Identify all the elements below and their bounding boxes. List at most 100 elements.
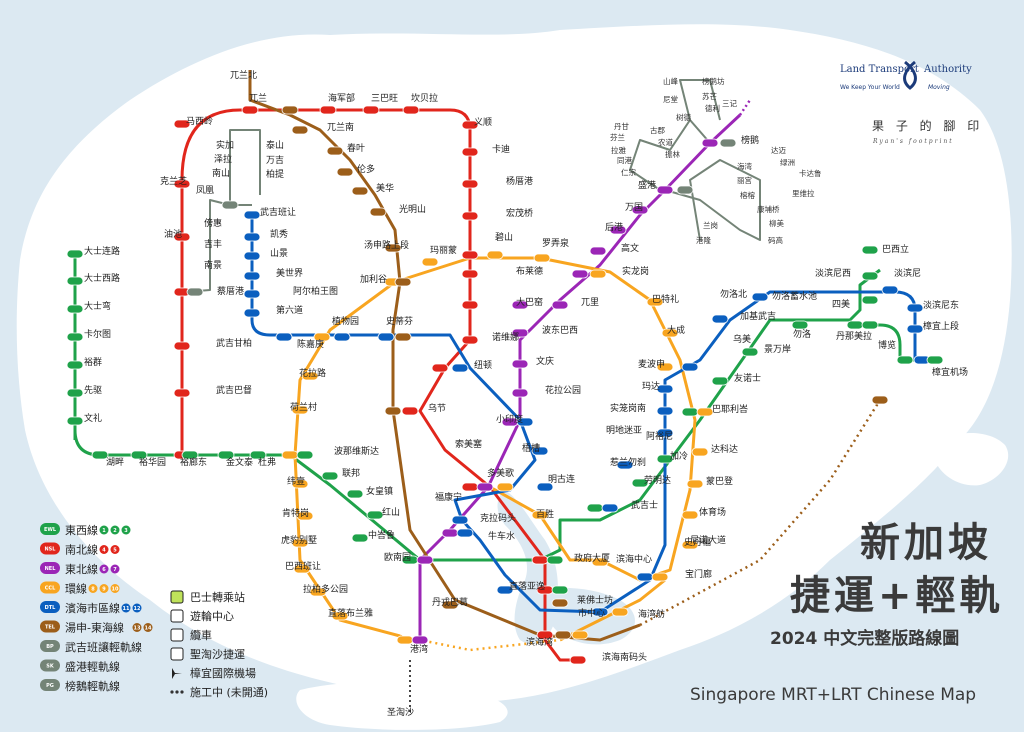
station-node[interactable] bbox=[296, 511, 314, 521]
station-label[interactable]: 榜鹅 bbox=[741, 134, 759, 146]
station-node[interactable] bbox=[66, 332, 84, 342]
station-node[interactable] bbox=[362, 105, 380, 115]
station-node[interactable] bbox=[571, 630, 589, 640]
station-label[interactable]: 美华 bbox=[376, 182, 394, 194]
station-node[interactable] bbox=[456, 528, 474, 538]
lrt-station-label[interactable]: 康埔桥 bbox=[757, 204, 780, 214]
station-label[interactable]: 武吉巴督 bbox=[216, 384, 252, 396]
station-label[interactable]: 碧山 bbox=[495, 231, 513, 243]
station-label[interactable]: 南山 bbox=[212, 167, 230, 179]
station-node[interactable] bbox=[275, 332, 293, 342]
station-node[interactable] bbox=[291, 479, 309, 489]
station-node[interactable] bbox=[173, 119, 191, 129]
station-node[interactable] bbox=[531, 555, 549, 565]
station-node[interactable] bbox=[217, 450, 235, 460]
station-node[interactable] bbox=[173, 179, 191, 189]
station-node[interactable] bbox=[656, 406, 674, 416]
station-node[interactable] bbox=[496, 482, 514, 492]
station-node[interactable] bbox=[461, 179, 479, 189]
station-node[interactable] bbox=[173, 388, 191, 398]
station-node[interactable] bbox=[461, 269, 479, 279]
station-node[interactable] bbox=[906, 324, 924, 334]
station-label[interactable]: 波那维斯达 bbox=[334, 445, 379, 457]
station-label[interactable]: 大士连路 bbox=[84, 245, 120, 257]
station-label[interactable]: 山景 bbox=[270, 248, 288, 259]
station-node[interactable] bbox=[611, 607, 629, 617]
station-node[interactable] bbox=[896, 355, 914, 365]
station-node[interactable] bbox=[906, 303, 924, 313]
station-node[interactable] bbox=[591, 557, 609, 567]
lrt-station-label[interactable]: 仁宗 bbox=[621, 167, 636, 177]
station-label[interactable]: 大士西路 bbox=[84, 272, 120, 284]
station-node[interactable] bbox=[751, 292, 769, 302]
station-node[interactable] bbox=[533, 253, 551, 263]
station-node[interactable] bbox=[601, 503, 619, 513]
lrt-station-label[interactable]: 港隆 bbox=[696, 235, 711, 245]
station-label[interactable]: 四美 bbox=[832, 298, 850, 310]
station-label[interactable]: 泰山 bbox=[266, 139, 284, 151]
station-label[interactable]: 武吉甘柏 bbox=[216, 337, 252, 349]
station-node[interactable] bbox=[531, 446, 549, 456]
station-label[interactable]: 博览 bbox=[878, 339, 896, 351]
station-label[interactable]: 直落亚逸 bbox=[509, 580, 545, 592]
station-label[interactable]: 蒙巴登 bbox=[706, 475, 733, 487]
station-label[interactable]: 后港 bbox=[605, 221, 623, 233]
station-label[interactable]: 丹那美拉 bbox=[836, 330, 872, 342]
station-node[interactable] bbox=[676, 185, 694, 195]
station-node[interactable] bbox=[861, 245, 879, 255]
station-node[interactable] bbox=[461, 335, 479, 345]
station-label[interactable]: 大士弯 bbox=[84, 300, 111, 312]
station-label[interactable]: 虎豹别墅 bbox=[281, 534, 317, 546]
station-label[interactable]: 南景 bbox=[204, 259, 222, 271]
station-node[interactable] bbox=[609, 225, 627, 235]
lrt-station-label[interactable]: 卡达鲁 bbox=[799, 168, 822, 178]
station-node[interactable] bbox=[551, 598, 569, 608]
station-node[interactable] bbox=[221, 200, 239, 210]
station-node[interactable] bbox=[411, 635, 429, 645]
station-label[interactable]: 波东巴西 bbox=[542, 324, 578, 336]
station-label[interactable]: 麦波申 bbox=[638, 358, 665, 370]
station-label[interactable]: 荷兰村 bbox=[290, 401, 317, 413]
station-node[interactable] bbox=[656, 428, 674, 438]
station-label[interactable]: 明地迷亚 bbox=[606, 424, 642, 436]
station-label[interactable]: 先驱 bbox=[84, 384, 102, 396]
station-node[interactable] bbox=[861, 320, 879, 330]
station-label[interactable]: 金文泰 bbox=[226, 456, 253, 468]
station-node[interactable] bbox=[531, 510, 549, 520]
station-node[interactable] bbox=[511, 359, 529, 369]
station-label[interactable]: 滨海南码头 bbox=[602, 651, 647, 663]
station-label[interactable]: 史蒂芬 bbox=[386, 315, 413, 327]
station-node[interactable] bbox=[461, 250, 479, 260]
station-label[interactable]: 兀里 bbox=[581, 297, 599, 308]
station-label[interactable]: 高文 bbox=[621, 242, 639, 254]
lrt-station-label[interactable]: 里维拉 bbox=[792, 188, 815, 198]
station-node[interactable] bbox=[401, 406, 419, 416]
station-node[interactable] bbox=[293, 564, 311, 574]
station-node[interactable] bbox=[291, 125, 309, 135]
station-label[interactable]: 油池 bbox=[164, 228, 182, 240]
station-label[interactable]: 宝门廊 bbox=[685, 568, 712, 580]
lrt-station-label[interactable]: 芬兰 bbox=[610, 132, 625, 142]
station-node[interactable] bbox=[281, 450, 299, 460]
station-node[interactable] bbox=[243, 289, 261, 299]
lrt-station-label[interactable]: 尼堂 bbox=[663, 94, 678, 104]
station-node[interactable] bbox=[861, 295, 879, 305]
station-node[interactable] bbox=[351, 186, 369, 196]
station-node[interactable] bbox=[346, 489, 364, 499]
station-node[interactable] bbox=[554, 630, 572, 640]
station-node[interactable] bbox=[881, 285, 899, 295]
station-node[interactable] bbox=[551, 585, 569, 595]
station-label[interactable]: 裕群 bbox=[84, 356, 102, 368]
station-label[interactable]: 巴特礼 bbox=[652, 293, 679, 305]
station-label[interactable]: 达科达 bbox=[711, 443, 738, 455]
station-label[interactable]: 樟宜机场 bbox=[932, 366, 968, 378]
station-label[interactable]: 海湾舫 bbox=[638, 608, 665, 620]
station-node[interactable] bbox=[66, 360, 84, 370]
station-label[interactable]: 兀兰北 bbox=[230, 69, 257, 81]
station-node[interactable] bbox=[871, 395, 889, 405]
station-node[interactable] bbox=[369, 207, 387, 217]
station-label[interactable]: 中峇鲁 bbox=[368, 529, 395, 541]
lrt-station-label[interactable]: 德利 bbox=[705, 103, 720, 113]
station-node[interactable] bbox=[243, 210, 261, 220]
station-node[interactable] bbox=[461, 147, 479, 157]
